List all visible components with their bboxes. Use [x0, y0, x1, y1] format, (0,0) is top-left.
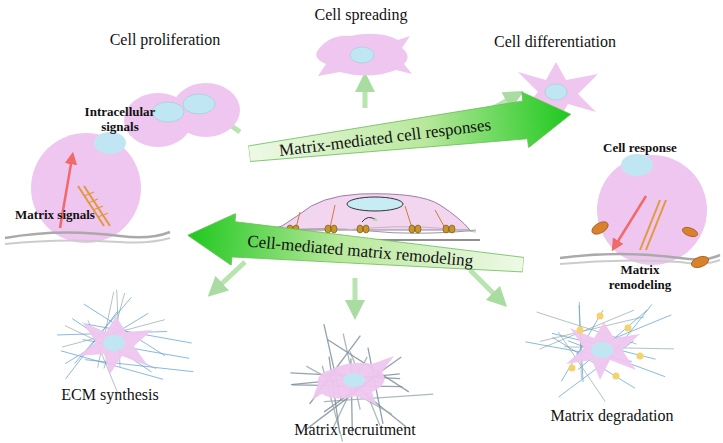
figure-label: ECM synthesis	[61, 386, 158, 404]
figure-label: Cell spreading	[315, 6, 408, 24]
cell-response-inset	[560, 154, 720, 270]
figure-label: Cell proliferation	[110, 31, 221, 49]
spreading-cell	[316, 34, 412, 76]
inset-label: Cell response	[603, 141, 677, 156]
figure-label: Matrix degradation	[550, 407, 673, 425]
inset-label: Intracellular signals	[75, 105, 165, 135]
matrix-signal-inset	[5, 132, 170, 244]
remodeling-cells	[78, 313, 644, 405]
arrow-band: Matrix-mediated cell responses	[246, 86, 574, 181]
band-text: Matrix-mediated cell responses	[278, 116, 492, 159]
inset-label: Matrix remodeling	[595, 263, 685, 293]
figure-label: Matrix recruitment	[294, 421, 415, 439]
inset-label: Matrix signals	[15, 208, 95, 223]
matrix-fibres	[57, 290, 674, 442]
figure-label: Cell differentiation	[494, 33, 616, 51]
